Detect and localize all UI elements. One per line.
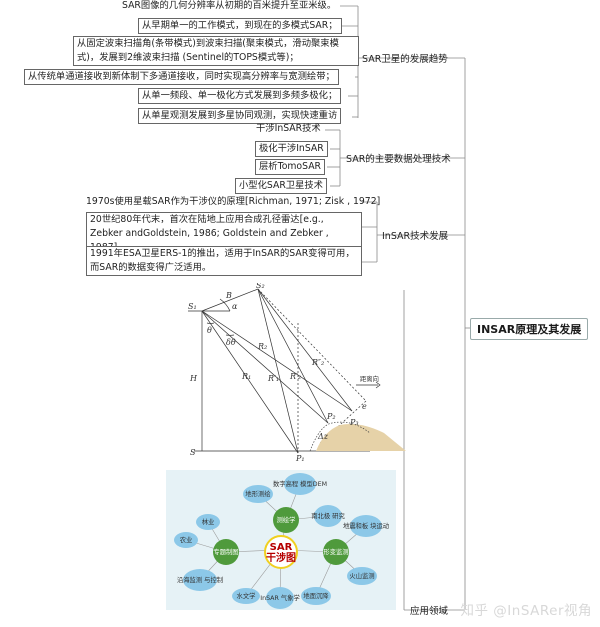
label-s1: S₁ bbox=[188, 302, 197, 311]
watermark: 知乎 @InSARer视角 bbox=[460, 603, 592, 619]
label-range-direction: 距离向 bbox=[360, 374, 379, 383]
trend-item-multiband: 从单一频段、单一极化方式发展到多频多极化； bbox=[138, 88, 342, 104]
label-dz: Δz bbox=[317, 432, 329, 441]
label-alpha: α bbox=[232, 302, 238, 311]
label-r2pp: R″₂ bbox=[311, 358, 324, 367]
hub-thematic: 专题制图 bbox=[213, 547, 238, 556]
branch-trend-label[interactable]: SAR卫星的发展趋势 bbox=[362, 54, 448, 65]
leaf-volcano: 火山监测 bbox=[349, 571, 374, 580]
processing-item-tomosar: 层析TomoSAR bbox=[255, 159, 326, 175]
leaf-terrain-mapping: 地形测绘 bbox=[245, 489, 271, 498]
label-s2: S₂ bbox=[256, 283, 265, 290]
application-diagram: SAR 干涉图 测绘学 专题制图 形变监测 地形测绘 数字高程 模型DEM 南北… bbox=[166, 470, 396, 610]
leaf-polar: 南北极 研究 bbox=[311, 511, 345, 520]
trend-item-multichannel: 从传统单通道接收到新体制下多通道接收，同时实现高分辨率与宽测绘带； bbox=[24, 69, 339, 85]
label-p3: P₃ bbox=[349, 418, 359, 427]
leaf-dem: 数字高程 模型DEM bbox=[273, 479, 327, 488]
trend-item-multisat: 从单星观测发展到多星协同观测，实现快速重访 bbox=[138, 108, 342, 124]
hub-deformation: 形变监测 bbox=[323, 547, 348, 556]
leaf-agriculture: 农业 bbox=[180, 535, 193, 544]
label-theta: θ bbox=[207, 326, 212, 335]
apps-center-line1: SAR bbox=[270, 542, 293, 553]
leaf-meteorology: InSAR 气象学 bbox=[260, 593, 300, 602]
trend-item-resolution: SAR图像的几何分辨率从初期的百米提升至亚米级。 bbox=[122, 0, 337, 11]
label-p1: P₁ bbox=[295, 454, 305, 463]
leaf-coastal: 沿海监测 与控制 bbox=[177, 575, 223, 584]
processing-item-polinsar: 极化干涉InSAR bbox=[255, 141, 328, 157]
label-p2: P₂ bbox=[326, 412, 336, 421]
leaf-earthquake: 地震和板 块运动 bbox=[343, 521, 389, 530]
branch-application-label[interactable]: 应用领域 bbox=[410, 606, 449, 617]
label-r1p: R′₁ bbox=[267, 374, 279, 383]
insar-item-1970s: 1970s使用星载SAR作为干涉仪的原理[Richman, 1971; Zisk… bbox=[86, 196, 381, 207]
label-b: B bbox=[225, 291, 232, 300]
insar-item-1991: 1991年ESA卫星ERS-1的推出，适用于InSAR的SAR变得可用，而SAR… bbox=[86, 246, 362, 276]
leaf-forestry: 林业 bbox=[202, 517, 215, 526]
leaf-subsidence: 地面沉降 bbox=[303, 591, 329, 600]
insar-geometry-diagram: S₁ S₂ B α θ δθ H R₁ R₂ R′₁ R′₂ R″₂ P₂ P₃… bbox=[188, 283, 406, 463]
label-s: S bbox=[190, 448, 196, 457]
label-r2: R₂ bbox=[257, 342, 267, 351]
label-e: e bbox=[362, 402, 367, 411]
leaf-hydrology: 水文学 bbox=[237, 591, 256, 600]
trend-item-beam-scan: 从固定波束扫描角(条带模式)到波束扫描(聚束模式，滑动聚束模式)，发展到2维波束… bbox=[73, 36, 359, 66]
root-node[interactable]: INSAR原理及其发展 bbox=[470, 318, 589, 340]
branch-insar-label[interactable]: InSAR技术发展 bbox=[382, 231, 449, 242]
label-r2p: R′₂ bbox=[289, 372, 301, 381]
trend-item-multimode: 从早期单一的工作模式，到现在的多模式SAR； bbox=[138, 18, 342, 34]
apps-center-line2: 干涉图 bbox=[266, 551, 296, 564]
branch-processing-label[interactable]: SAR的主要数据处理技术 bbox=[346, 154, 451, 165]
label-dtheta: δθ bbox=[226, 338, 236, 347]
label-r1: R₁ bbox=[241, 372, 251, 381]
processing-item-smallsat: 小型化SAR卫星技术 bbox=[235, 178, 327, 194]
hub-surveying: 测绘学 bbox=[277, 515, 296, 524]
processing-item-insar: 干涉InSAR技术 bbox=[256, 123, 321, 134]
label-h: H bbox=[189, 374, 198, 383]
